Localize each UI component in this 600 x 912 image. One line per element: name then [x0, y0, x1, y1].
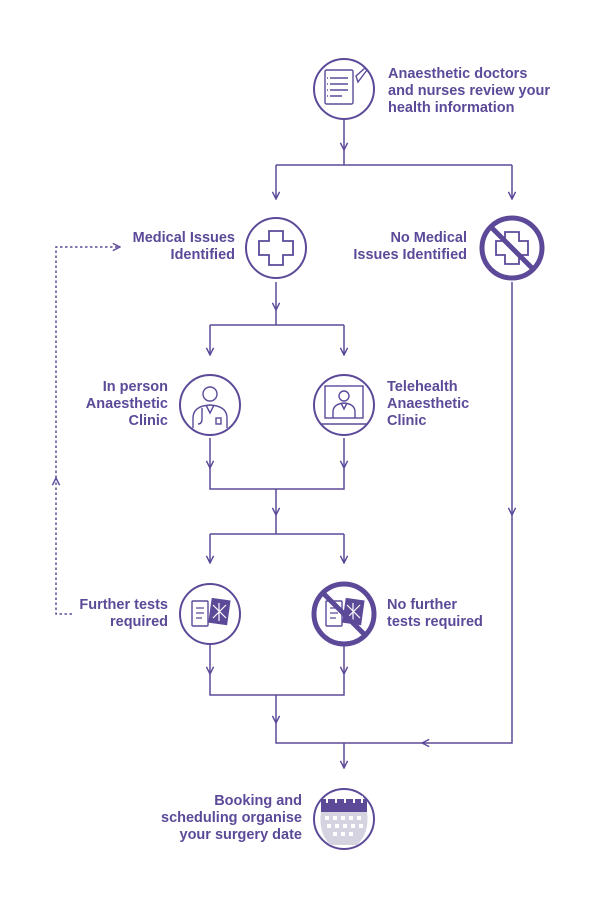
no-tests-node	[311, 581, 377, 647]
connector-top-split	[276, 150, 512, 166]
in-person-clinic-label: In person Anaesthetic Clinic	[85, 379, 168, 429]
connectors	[56, 120, 512, 768]
clipboard-notes-icon	[324, 67, 368, 105]
no-medical-node	[479, 215, 545, 281]
booking-node	[313, 788, 375, 850]
no-medical-issues-label: No Medical Issues Identified	[353, 230, 467, 263]
connector-no-medical-merge	[422, 515, 513, 743]
connector-tests-split	[210, 515, 344, 535]
connector-clinic-join	[209, 468, 345, 515]
no-tests-icon	[321, 591, 367, 637]
medical-cross-icon	[258, 230, 294, 266]
further-tests-node	[179, 583, 241, 645]
connector-tests-join	[209, 674, 345, 723]
further-tests-label: Further tests required	[79, 597, 168, 630]
doctor-icon	[192, 386, 228, 428]
review-node	[313, 58, 375, 120]
booking-label: Booking and scheduling organise your sur…	[161, 793, 302, 843]
telehealth-node	[313, 374, 375, 436]
tests-xray-icon	[191, 597, 231, 627]
in-person-node	[179, 374, 241, 436]
connector-feedback-loop	[56, 478, 72, 615]
connector-final-merge	[275, 723, 422, 768]
connector-feedback-loop-top	[55, 247, 120, 478]
telehealth-clinic-label: Telehealth Anaesthetic Clinic	[387, 379, 470, 429]
no-further-tests-label: No further tests required	[387, 597, 483, 630]
telehealth-screen-icon	[321, 385, 367, 425]
no-medical-cross-icon	[489, 225, 535, 271]
review-label: Anaesthetic doctors and nurses review yo…	[388, 66, 550, 116]
medical-issues-label: Medical Issues Identified	[132, 230, 235, 263]
calendar-icon	[320, 796, 368, 845]
medical-node	[245, 217, 307, 279]
connector-clinic-split	[210, 310, 344, 326]
